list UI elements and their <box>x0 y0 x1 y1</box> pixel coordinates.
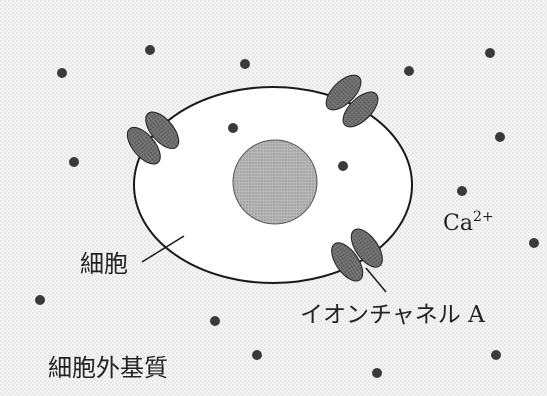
ion-channel-top-left <box>126 111 180 165</box>
ion-channel-top-right <box>325 74 379 128</box>
calcium-ion <box>252 350 262 360</box>
calcium-ion <box>228 123 238 133</box>
calcium-charge: 2+ <box>473 209 494 225</box>
extracellular-matrix-label: 細胞外基質 <box>48 354 168 382</box>
calcium-ion <box>145 45 155 55</box>
calcium-ion <box>338 161 348 171</box>
calcium-ion <box>372 368 382 378</box>
nucleus <box>232 139 318 225</box>
calcium-ion <box>240 59 250 69</box>
calcium-ion <box>69 157 79 167</box>
ion-channel-label: イオンチャネル A <box>300 302 485 328</box>
calcium-ion <box>491 350 501 360</box>
calcium-ion <box>529 238 539 248</box>
calcium-ion <box>35 295 45 305</box>
channel-leader-line <box>365 267 387 293</box>
calcium-ion <box>57 68 67 78</box>
calcium-label: Ca2+ <box>443 209 494 236</box>
cell-leader-line <box>141 235 185 263</box>
cell-label: 細胞 <box>80 250 128 278</box>
calcium-symbol: Ca <box>443 211 473 236</box>
calcium-ion <box>485 48 495 58</box>
ion-channel-a <box>331 228 383 282</box>
calcium-ions <box>35 45 539 378</box>
calcium-ion <box>404 66 414 76</box>
calcium-ion <box>495 132 505 142</box>
calcium-ion <box>210 316 220 326</box>
calcium-ion <box>457 186 467 196</box>
